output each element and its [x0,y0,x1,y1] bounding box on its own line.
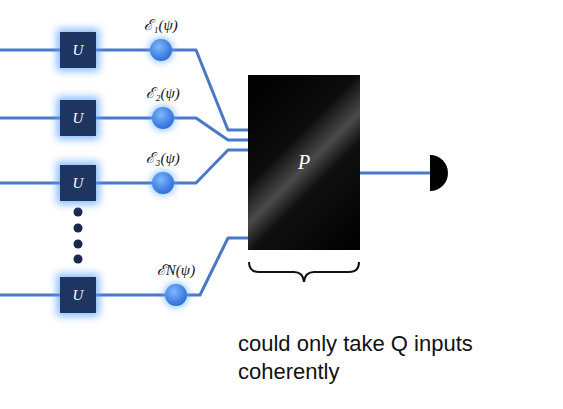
state-circle: ℰ₂(ψ) [152,107,174,129]
wire [96,182,152,185]
state-circle: ℰ₃(ψ) [152,172,174,194]
box-label: U [73,42,84,59]
wire [96,49,150,52]
circle-outline [150,39,172,61]
input-wire [0,182,62,185]
detector-symbol [430,155,448,191]
unitary-box: U [60,165,96,201]
processor-box: P [248,75,360,250]
ellipsis-dot [74,224,83,233]
unitary-box: U [60,32,96,68]
state-circle: ℰN(ψ) [165,284,187,306]
state-label: ℰ₂(ψ) [146,82,180,102]
circle-outline [152,172,174,194]
wire [96,294,165,297]
input-wire [0,117,62,120]
annotation: could only take Q inputs coherently [238,330,478,385]
output-wire [358,172,432,175]
state-label: ℰ₃(ψ) [146,147,180,167]
circle-outline [152,107,174,129]
input-wire [0,49,62,52]
unitary-box: U [60,277,96,313]
ellipsis-dot [74,255,83,264]
input-wire [0,294,62,297]
state-label: ℰ₁(ψ) [144,14,178,34]
ellipsis-dot [74,208,83,217]
state-label: ℰN(ψ) [157,259,195,279]
ellipsis-dot [74,240,83,249]
box-label: U [73,110,84,127]
box-label: P [298,151,310,174]
wire [174,150,248,183]
bracket [249,262,359,282]
box-label: U [73,287,84,304]
box-label: U [73,175,84,192]
circle-outline [165,284,187,306]
wire [174,118,248,140]
state-circle: ℰ₁(ψ) [150,39,172,61]
unitary-box: U [60,100,96,136]
wire [187,238,248,295]
wire [96,117,152,120]
